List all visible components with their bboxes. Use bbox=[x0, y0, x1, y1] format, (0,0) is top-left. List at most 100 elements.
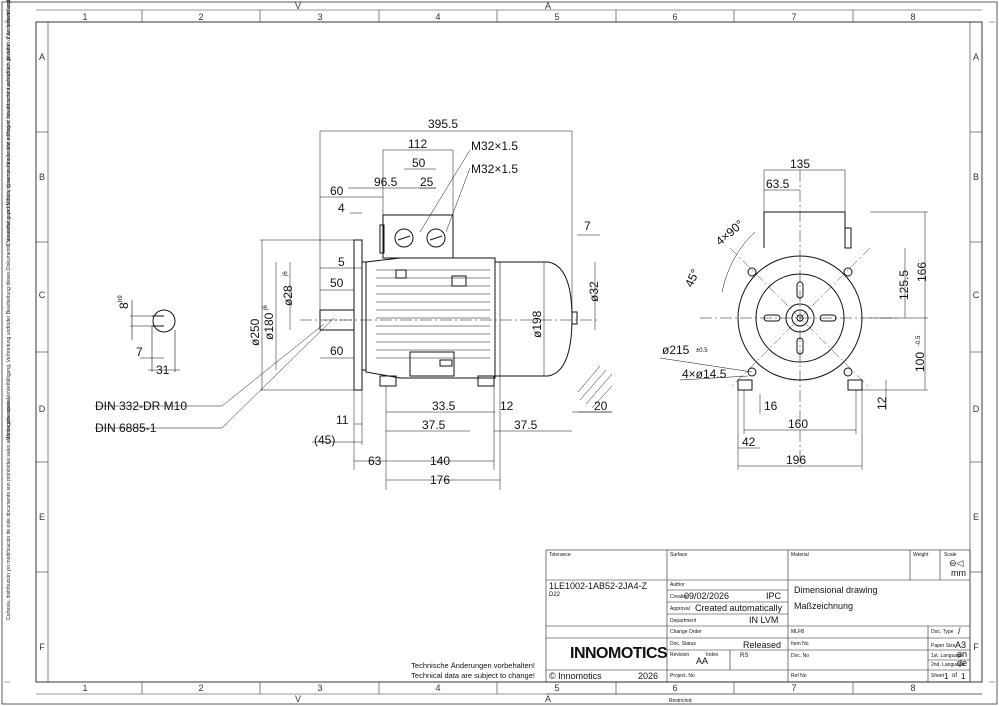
dim-angle-2: 45° bbox=[682, 267, 702, 290]
row-label: A bbox=[39, 52, 45, 62]
author-label: Author bbox=[670, 582, 685, 588]
col-label: 6 bbox=[672, 683, 677, 693]
change-notes: Technische Änderungen vorbehalten! Techn… bbox=[395, 661, 535, 681]
dim-foot-width: 196 bbox=[786, 453, 806, 467]
side-dimension-lines bbox=[95, 130, 612, 490]
row-label: C bbox=[39, 290, 46, 300]
legal-note-es: Cortesía, distribución y/o modificación … bbox=[6, 395, 12, 620]
thread-reference: DIN 332-DR M10 bbox=[95, 399, 187, 413]
row-label: F bbox=[973, 642, 979, 652]
col-label: 7 bbox=[791, 683, 796, 693]
dim-spigot-tol: j6 bbox=[263, 305, 269, 311]
col-label: 3 bbox=[317, 683, 322, 693]
dim-angle-1: 4×90° bbox=[713, 217, 747, 248]
grid-dividers bbox=[36, 9, 982, 695]
second-lang-label: 2nd. Language bbox=[931, 662, 965, 668]
paper-size-label: Paper Size bbox=[931, 643, 956, 649]
dim-shaft-tol: j6 bbox=[283, 271, 289, 277]
col-label: 2 bbox=[198, 683, 203, 693]
key-text: 8 h9 7 31 bbox=[117, 295, 170, 377]
department-value: IN LVM bbox=[749, 615, 779, 625]
front-view bbox=[700, 170, 900, 470]
row-label: B bbox=[973, 172, 979, 182]
dim-front-height-1: 125.5 bbox=[897, 270, 911, 300]
company-logo: INNOMOTICS bbox=[570, 645, 668, 662]
row-label: C bbox=[973, 290, 980, 300]
grid-labels: 1 2 3 4 5 6 7 8 1 2 3 4 5 6 7 8 V A V A … bbox=[39, 1, 980, 704]
dim-flange-dia: ø250 bbox=[248, 318, 262, 346]
col-label: 1 bbox=[82, 12, 87, 22]
material-label: Material bbox=[791, 552, 809, 558]
first-lang-value: en bbox=[957, 649, 968, 659]
dim-foot-e: 11 bbox=[336, 413, 349, 427]
change-order-label: Change Order bbox=[670, 629, 702, 635]
col-label: 1 bbox=[82, 683, 87, 693]
inner-border bbox=[35, 21, 983, 683]
project-no-label: Project. No bbox=[670, 673, 695, 679]
dim-overall-length: 395.5 bbox=[428, 117, 458, 131]
dim-terminal-box: 112 bbox=[408, 137, 427, 151]
dim-terminal-small: 25 bbox=[420, 175, 434, 189]
paper-size-value: A3 bbox=[955, 640, 967, 650]
dim-flange-box: 60 bbox=[330, 184, 344, 198]
dim-foot-thickness: 12 bbox=[875, 396, 889, 410]
dim-shaft-height: 100 bbox=[913, 352, 927, 372]
copyright-year: 2026 bbox=[638, 671, 659, 681]
bolt-hole-icon bbox=[843, 367, 853, 377]
part-number: 1LE1002-1AB52-2JA4-Z bbox=[549, 581, 648, 591]
scale-label: Scale bbox=[944, 552, 957, 558]
row-label: B bbox=[39, 172, 45, 182]
dim-spigot-depth: 5 bbox=[338, 255, 345, 269]
bolt-hole-icon bbox=[747, 267, 757, 277]
bolt-hole-icon bbox=[747, 367, 757, 377]
front-terminal-box bbox=[763, 211, 846, 248]
dim-key-height: 8 bbox=[117, 302, 131, 309]
dim-holes: 4×ø14.5 bbox=[682, 367, 727, 381]
top-marker: A bbox=[545, 1, 551, 11]
col-label: 7 bbox=[791, 12, 796, 22]
projection-icon: ⊖◁ bbox=[949, 558, 964, 568]
dim-fan-cover: ø198 bbox=[530, 310, 544, 338]
dim-foot-g: 63 bbox=[368, 454, 382, 468]
dim-rear-offset: 7 bbox=[584, 219, 591, 233]
cable-gland-icon bbox=[394, 228, 414, 248]
approval-value: Created automatically bbox=[695, 603, 783, 613]
dim-shaft-length: 50 bbox=[330, 276, 344, 290]
sheet-total: 1 bbox=[961, 672, 966, 681]
restricted-label: Restricted bbox=[669, 698, 692, 704]
side-dimension-text: 395.5 112 50 96.5 25 M32×1.5 M32×1.5 60 … bbox=[95, 117, 608, 487]
change-note-en: Technical data are subject to change! bbox=[411, 671, 535, 680]
dim-pcd: ø215 bbox=[662, 343, 690, 357]
title-en: Dimensional drawing bbox=[794, 585, 878, 595]
dim-foot-hole: 16 bbox=[764, 399, 778, 413]
col-label: 5 bbox=[554, 12, 559, 22]
row-label: D bbox=[39, 404, 46, 414]
row-label: D bbox=[973, 404, 980, 414]
dim-rear-shaft: ø32 bbox=[587, 281, 601, 302]
second-lang-value: de bbox=[957, 658, 968, 668]
doc-status-label: Doc. Status bbox=[670, 641, 696, 647]
row-label: A bbox=[973, 52, 979, 62]
dim-shaft-height-tol: -0.5 bbox=[916, 335, 922, 346]
side-vertical-dims: ø250 ø180 j6 ø28 j6 ø198 ø32 bbox=[248, 271, 601, 346]
dim-foot-spacing: 160 bbox=[788, 417, 808, 431]
title-de: Maßzeichnung bbox=[794, 601, 854, 611]
dim-shaft-end: 60 bbox=[330, 344, 344, 358]
doc-no-label: Doc. No bbox=[791, 653, 810, 659]
front-dimension-lines bbox=[659, 169, 928, 470]
index-value: RS bbox=[740, 653, 749, 659]
bolt-hole-icon bbox=[843, 267, 853, 277]
surface-label: Surface bbox=[670, 552, 688, 558]
item-no-label: Item No bbox=[791, 641, 809, 647]
dim-foot-b: 12 bbox=[500, 399, 514, 413]
row-label: E bbox=[973, 512, 979, 522]
dim-front-top: 135 bbox=[790, 157, 810, 171]
col-label: 6 bbox=[672, 12, 677, 22]
col-label: 4 bbox=[435, 12, 440, 22]
creation-date: 09/02/2026 bbox=[684, 591, 730, 601]
dim-gland-2: M32×1.5 bbox=[471, 162, 518, 176]
revision-value: AA bbox=[696, 656, 709, 666]
tolerance-label: Tolerance bbox=[549, 552, 571, 558]
